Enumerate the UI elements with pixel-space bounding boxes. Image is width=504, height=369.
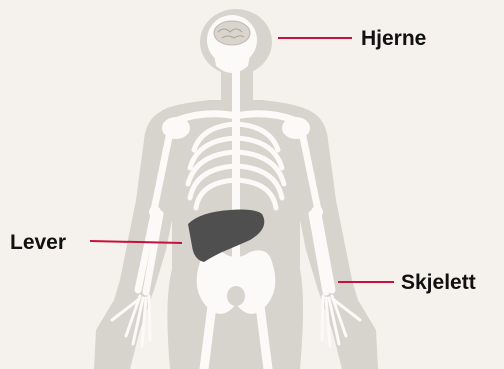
skeleton-label: Skjelett [401, 272, 476, 293]
liver-leader-line [90, 241, 182, 243]
brain-label: Hjerne [361, 28, 426, 49]
brain [214, 21, 250, 45]
liver-label: Lever [10, 232, 66, 253]
